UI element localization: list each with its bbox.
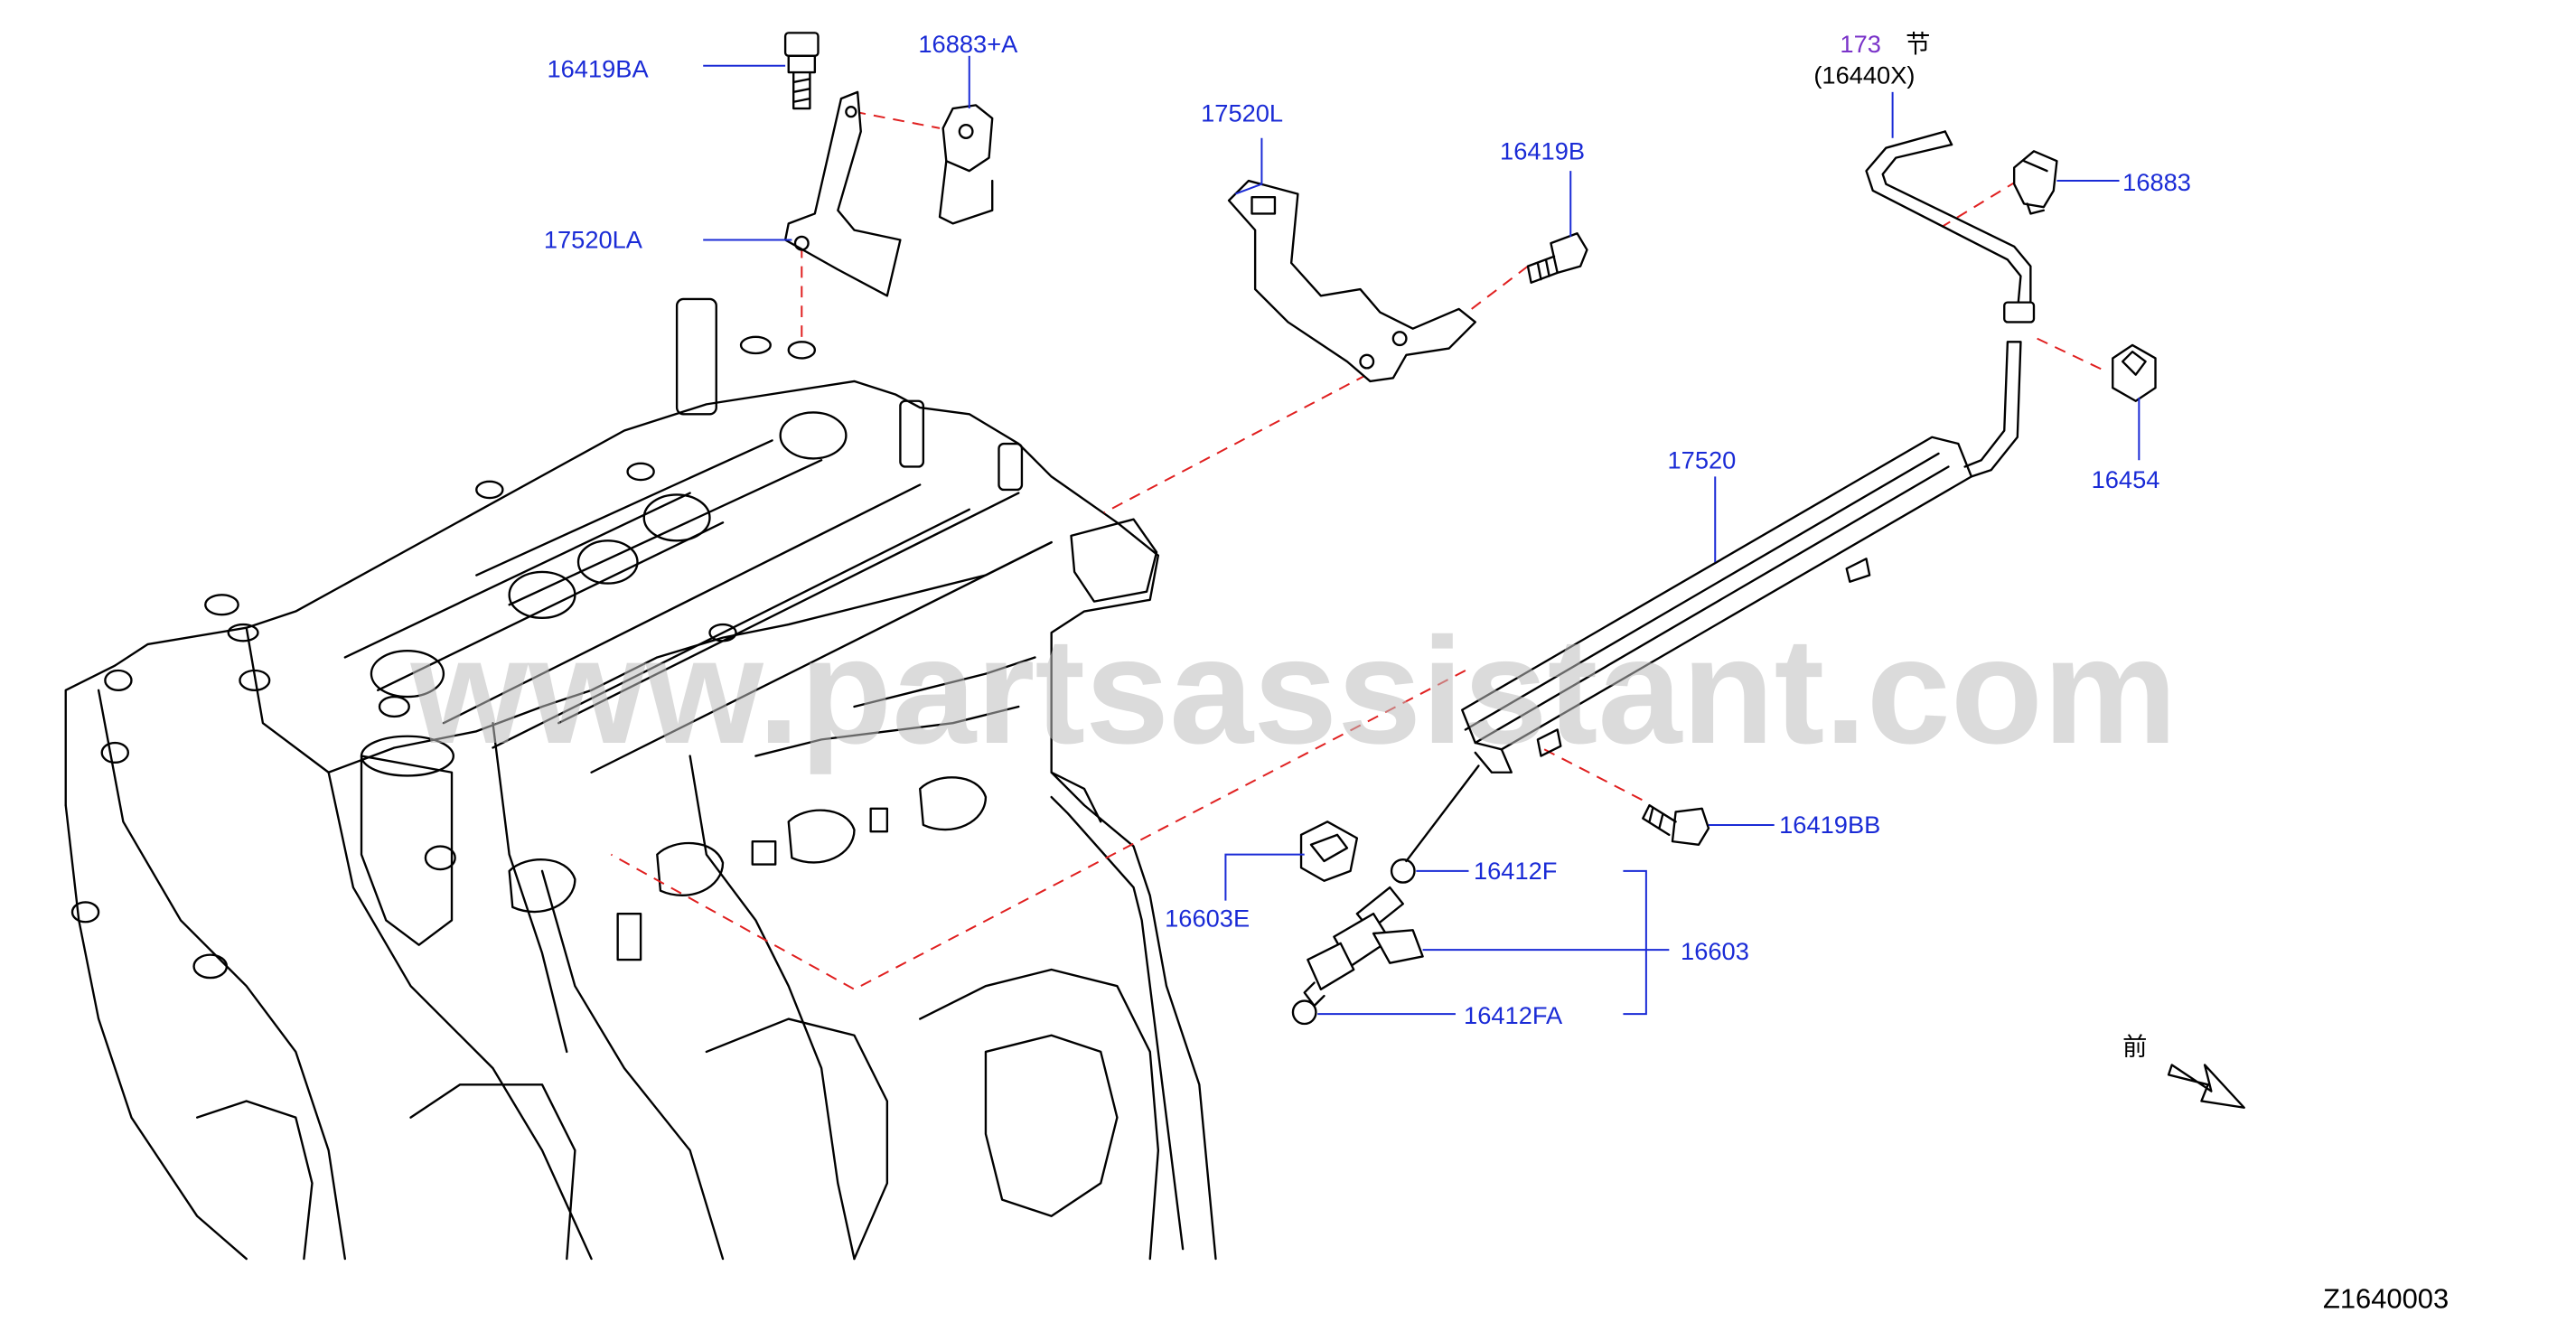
- watermark-text: www.partsassistant.com: [410, 607, 2178, 775]
- callout-17520la[interactable]: 17520LA: [544, 226, 643, 254]
- callout-16419b[interactable]: 16419B: [1500, 136, 1585, 164]
- engine-block-drawing: [64, 297, 1217, 1261]
- clip-16883: [2012, 150, 2058, 215]
- callout-173-section-glyph: 节: [1906, 31, 1930, 59]
- callout-16454[interactable]: 16454: [2092, 465, 2160, 493]
- dash-17520l-to-head: [1103, 373, 1368, 514]
- callout-17520l[interactable]: 17520L: [1201, 99, 1283, 127]
- front-label: 前: [2122, 1034, 2147, 1062]
- front-direction-indicator: 前: [2122, 1034, 2245, 1109]
- callout-labels: 16419BA 16883+A 17520LA 17520L 16419B 17…: [544, 30, 2191, 1029]
- callout-16603e[interactable]: 16603E: [1165, 905, 1250, 933]
- injector-16603: [1303, 886, 1424, 1008]
- callout-16412fa[interactable]: 16412FA: [1464, 1001, 1563, 1029]
- clip-16883-a: [938, 104, 994, 225]
- seal-16412f: [1390, 858, 1416, 884]
- dash-pipe-to-16883: [1941, 180, 2019, 228]
- callout-16603[interactable]: 16603: [1681, 937, 1749, 965]
- clip-16454: [2112, 343, 2157, 402]
- front-arrow-icon: [2167, 1064, 2245, 1109]
- clip-16603e: [1299, 821, 1359, 882]
- diagram-code: Z1640003: [2323, 1283, 2449, 1315]
- bolt-16419b: [1526, 232, 1588, 284]
- dash-bracket-to-clip: [854, 110, 941, 129]
- bracket-17520la: [783, 90, 902, 297]
- callout-173-section[interactable]: 173: [1840, 30, 1880, 58]
- fuel-pipe-16440x: [1865, 130, 2036, 324]
- bracket-17520l: [1227, 179, 1476, 383]
- rail-to-injector-line: [1405, 764, 1480, 863]
- callout-16419bb[interactable]: 16419BB: [1779, 811, 1880, 839]
- callout-leaders: [703, 55, 2140, 1016]
- callout-16883-a[interactable]: 16883+A: [918, 30, 1018, 58]
- bolt-16419bb: [1642, 803, 1710, 846]
- callout-16412f[interactable]: 16412F: [1474, 857, 1557, 885]
- dash-pipe-to-16454: [2037, 337, 2107, 372]
- callout-16440x[interactable]: (16440X): [1813, 61, 1915, 89]
- callout-17520[interactable]: 17520: [1668, 445, 1737, 474]
- callout-16419ba[interactable]: 16419BA: [547, 54, 649, 82]
- dash-rail-to-head: [610, 670, 1466, 990]
- fuel-rail-17520: [1461, 341, 2022, 774]
- bolt-16419ba: [783, 32, 820, 110]
- seal-16412fa: [1291, 999, 1317, 1026]
- callout-16883[interactable]: 16883: [2122, 168, 2191, 196]
